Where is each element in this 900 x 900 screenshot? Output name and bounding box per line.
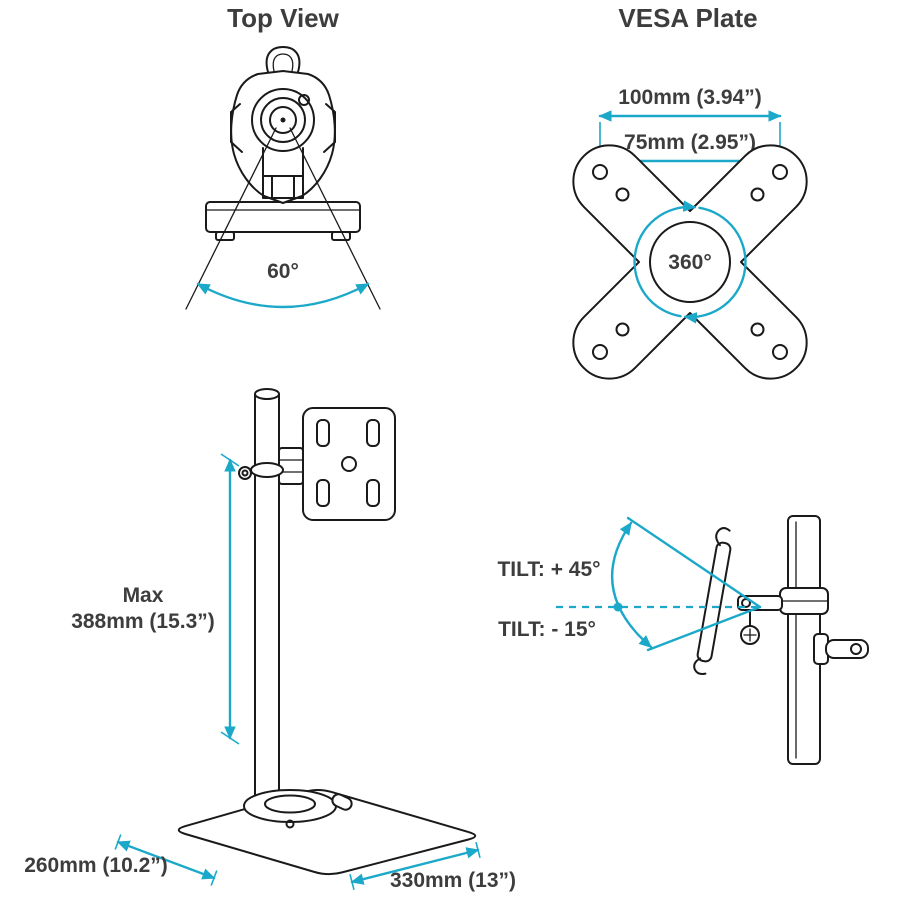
- base-hub-inner: [264, 794, 316, 814]
- collar-knob: [238, 466, 252, 480]
- pole-cap: [254, 388, 280, 400]
- tilt-diagram: TILT: + 45° TILT: - 15°: [497, 515, 869, 765]
- rotation-label: 360°: [668, 251, 711, 274]
- stand-pole: [254, 393, 280, 809]
- swivel-angle-label: 60°: [267, 260, 299, 283]
- head-bracket: [262, 147, 304, 199]
- head-hook-outer: [265, 46, 301, 73]
- bracket-slot-bl: [316, 479, 330, 507]
- bracket-center-hole: [341, 456, 357, 472]
- vesa-center-hole: [649, 221, 731, 303]
- head-hook-inner: [272, 53, 294, 72]
- bracket-slot-br: [366, 479, 380, 507]
- vesa-hole-75-bl: [615, 322, 630, 337]
- vesa-plate-diagram: VESA Plate 100mm (3.94”) 75mm (2.95”) 36…: [572, 3, 808, 380]
- pivot-center-dot: [280, 117, 286, 123]
- vesa-75mm-label: 75mm (2.95”): [624, 131, 756, 154]
- vesa-hole-75-tl: [615, 187, 630, 202]
- rotation-arc-left: [633, 200, 697, 318]
- head-wing-right: [323, 103, 336, 153]
- swivel-line-left: [185, 127, 277, 310]
- tilt-plate: [696, 541, 732, 663]
- tilt-down-line: [646, 605, 762, 652]
- base-hub-screw: [285, 819, 295, 829]
- base-foot-right: [331, 231, 351, 241]
- top-view-title: Top View: [227, 3, 339, 33]
- depth-dim-tick-start: [114, 834, 122, 850]
- tilt-up-line: [626, 516, 762, 609]
- vesa-hole-100-bl: [592, 344, 608, 360]
- vesa-hole-75-br: [750, 322, 765, 337]
- bracket-slot-tr: [366, 419, 380, 447]
- height-dim-tick-bottom: [220, 731, 240, 745]
- rear-arm-bolt: [850, 643, 862, 655]
- vesa-100mm-label: 100mm (3.94”): [618, 86, 762, 109]
- pivot-ring-inner: [269, 106, 297, 134]
- bracket-connector: [278, 447, 304, 485]
- top-view-diagram: Top View 60°: [185, 3, 381, 310]
- height-collar: [250, 462, 284, 478]
- depth-dim-line: [116, 840, 216, 880]
- bracket-slot-tl: [316, 419, 330, 447]
- vesa-hole-100-br: [772, 344, 788, 360]
- rotation-arc-right: [683, 206, 747, 324]
- swivel-line-right: [289, 127, 381, 310]
- base-hub-lever: [331, 793, 353, 811]
- vesa-hole-75-tr: [750, 187, 765, 202]
- width-label: 330mm (13”): [390, 869, 516, 892]
- width-dim-line: [350, 847, 480, 885]
- pivot-ring-mid: [260, 97, 306, 143]
- depth-label: 260mm (10.2”): [24, 854, 168, 877]
- vesa-hole-100-tr: [772, 164, 788, 180]
- tilt-plate-hook-top: [715, 527, 731, 547]
- tilt-up-label: TILT: + 45°: [497, 558, 600, 581]
- height-label-max: Max: [123, 584, 164, 607]
- base-foot-left: [215, 231, 235, 241]
- vesa-hole-100-tl: [592, 164, 608, 180]
- collar-knob-center: [241, 469, 249, 477]
- tilt-down-label: TILT: - 15°: [498, 618, 596, 641]
- height-dim-tick-top: [220, 453, 240, 467]
- height-label-value: 388mm (15.3”): [71, 610, 215, 633]
- swivel-arc: [196, 282, 370, 309]
- width-dim-tick-end: [475, 842, 481, 858]
- depth-dim-tick-end: [210, 870, 218, 886]
- head-screw: [298, 94, 310, 106]
- tilt-arc: [610, 521, 653, 649]
- mount-base-plate: [205, 201, 361, 233]
- head-wing-left: [230, 103, 243, 153]
- vesa-plate-title: VESA Plate: [618, 3, 757, 33]
- vesa-bracket-plate: [302, 407, 396, 521]
- tilt-vesa-plate-edge: [693, 527, 732, 676]
- width-dim-tick-start: [349, 874, 355, 890]
- stand-diagram: Max 388mm (15.3”) 260mm (10.2”) 330mm (1…: [24, 388, 516, 892]
- tilt-plate-hook-bottom: [693, 657, 707, 676]
